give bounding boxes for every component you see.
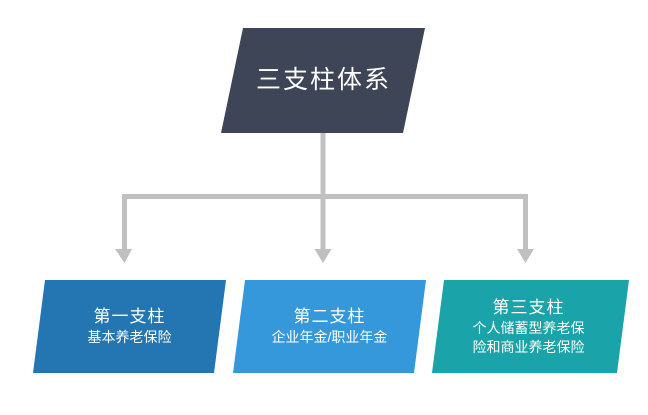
pillar-2-shape[interactable] xyxy=(233,280,426,373)
branch-line-right xyxy=(523,194,528,249)
branch-line-middle xyxy=(320,194,326,249)
connector-group xyxy=(115,133,534,263)
branch-line-left xyxy=(122,194,127,249)
pillar-1-shape[interactable] xyxy=(33,280,226,373)
root-node-shape[interactable] xyxy=(221,28,425,133)
arrowhead-right xyxy=(517,249,534,263)
pillar-3-shape[interactable] xyxy=(432,280,629,373)
arrowhead-left xyxy=(115,249,132,263)
root-stem-line xyxy=(320,133,326,199)
arrowhead-middle xyxy=(314,249,332,263)
